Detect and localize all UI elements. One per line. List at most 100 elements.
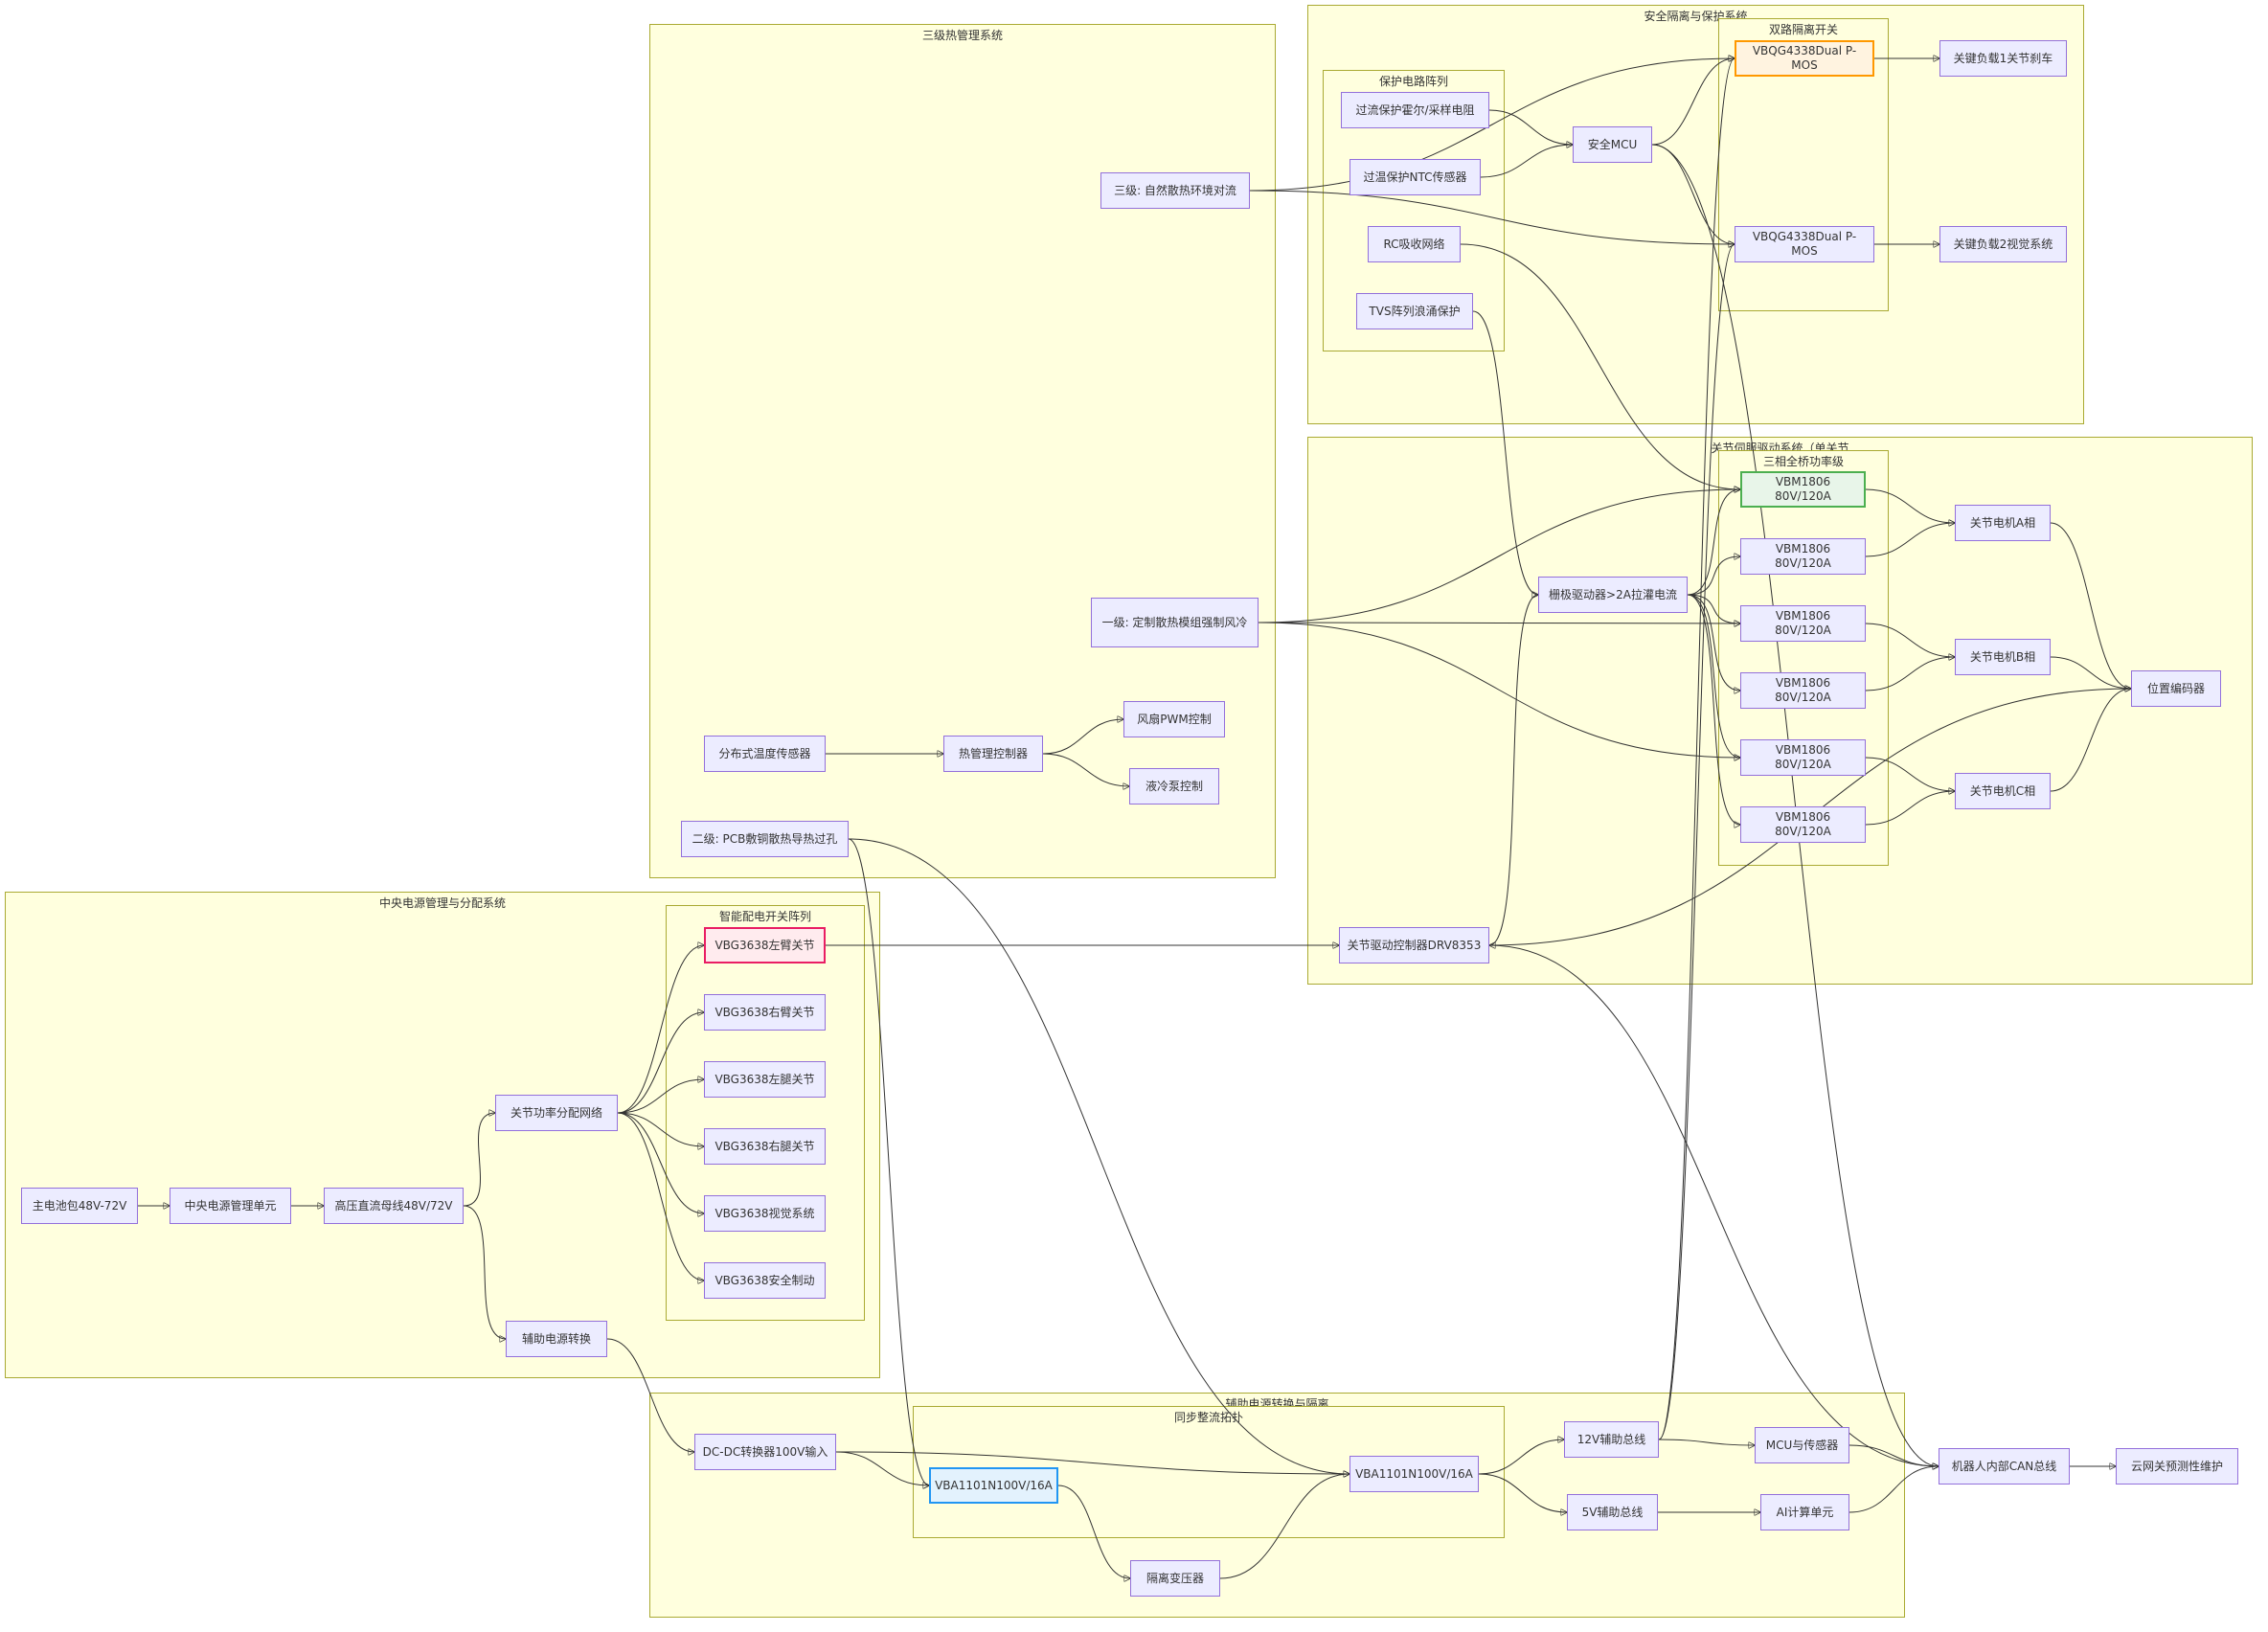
edge-fet3-to-phase_b (1865, 623, 1955, 657)
edge-power_net-to-sw_right_leg (617, 1112, 704, 1146)
edge-gate_driver-to-fet6 (1687, 594, 1740, 825)
node-joint-power-network[interactable]: 关节功率分配网络 (495, 1095, 618, 1131)
node-pump-control[interactable]: 液冷泵控制 (1129, 768, 1219, 805)
node-pcb-cooling[interactable]: 二级: PCB敷铜散热导热过孔 (681, 821, 849, 857)
node-switch-left-leg[interactable]: VBG3638左腿关节 (704, 1061, 826, 1098)
edge-gate_driver-to-fet3 (1687, 594, 1740, 623)
node-joint-controller[interactable]: 关节驱动控制器DRV8353 (1339, 927, 1489, 963)
edge-forced_cooling-to-fet5 (1258, 622, 1740, 758)
node-12v-aux-bus[interactable]: 12V辅助总线 (1564, 1421, 1659, 1458)
edge-joint_ctrl-to-can_bus (1488, 944, 1939, 1466)
edge-fet1-to-phase_a (1865, 488, 1955, 523)
node-motor-phase-c[interactable]: 关节电机C相 (1955, 773, 2051, 809)
node-motor-phase-b[interactable]: 关节电机B相 (1955, 639, 2051, 675)
edge-safety_mcu-to-pmos1 (1651, 58, 1735, 146)
node-fan-pwm[interactable]: 风扇PWM控制 (1123, 701, 1225, 737)
node-isolation-transformer[interactable]: 隔离变压器 (1130, 1560, 1220, 1597)
edge-overtemp-to-safety_mcu (1480, 145, 1573, 178)
edge-power_net-to-sw_vision (617, 1112, 704, 1213)
edge-overcurrent-to-safety_mcu (1488, 109, 1573, 145)
edge-aux_conv-to-dcdc_in (606, 1338, 694, 1452)
edge-dcdc_in-to-vba1 (835, 1451, 929, 1485)
edge-natural_cooling-to-pmos1 (1249, 58, 1735, 192)
node-5v-aux-bus[interactable]: 5V辅助总线 (1567, 1494, 1658, 1530)
node-switch-vision[interactable]: VBG3638视觉系统 (704, 1195, 826, 1232)
node-sync-mosfet-1[interactable]: VBA1101N100V/16A (929, 1467, 1058, 1504)
node-switch-left-arm[interactable]: VBG3638左臂关节 (704, 927, 826, 963)
edge-bus_12v-to-pmos2 (1658, 244, 1735, 1440)
node-overtemp-protection[interactable]: 过温保护NTC传感器 (1349, 159, 1481, 195)
node-thermal-controller[interactable]: 热管理控制器 (943, 736, 1043, 772)
node-power-management-unit[interactable]: 中央电源管理单元 (170, 1188, 291, 1224)
node-mosfet-1[interactable]: VBM1806 80V/120A (1740, 471, 1866, 508)
cluster-title: 三相全桥功率级 (1762, 455, 1844, 468)
edge-fet2-to-phase_a (1865, 523, 1955, 557)
edge-power_net-to-sw_safety (617, 1112, 704, 1281)
node-aux-power-conversion[interactable]: 辅助电源转换 (506, 1321, 607, 1357)
node-critical-load-2[interactable]: 关键负载2视觉系统 (1939, 226, 2067, 262)
node-overcurrent-protection[interactable]: 过流保护霍尔/采样电阻 (1341, 92, 1489, 128)
node-main-battery[interactable]: 主电池包48V-72V (21, 1188, 138, 1224)
edge-gate_driver-to-fet4 (1687, 594, 1740, 691)
edge-vba2-to-bus_12v (1478, 1439, 1564, 1475)
edge-fet6-to-phase_c (1865, 791, 1955, 826)
node-natural-cooling[interactable]: 三级: 自然散热环境对流 (1100, 172, 1250, 209)
node-forced-cooling[interactable]: 一级: 定制散热模组强制风冷 (1091, 598, 1259, 647)
cluster-title: 保护电路阵列 (1378, 75, 1448, 88)
node-rc-snubber[interactable]: RC吸收网络 (1368, 226, 1461, 262)
edge-joint_ctrl-to-gate_driver (1488, 595, 1538, 946)
node-mosfet-6[interactable]: VBM1806 80V/120A (1740, 806, 1866, 843)
node-mosfet-3[interactable]: VBM1806 80V/120A (1740, 605, 1866, 642)
edge-hv_bus-to-aux_conv (463, 1205, 506, 1339)
edge-phase_b-to-encoder (2050, 656, 2131, 689)
edge-safety_mcu-to-can_bus (1651, 144, 1939, 1466)
edge-gate_driver-to-fet5 (1687, 594, 1740, 758)
node-cloud-gateway[interactable]: 云网关预测性维护 (2116, 1448, 2238, 1485)
edge-safety_mcu-to-pmos2 (1651, 144, 1735, 244)
cluster-title: 双路隔离开关 (1768, 23, 1838, 36)
node-motor-phase-a[interactable]: 关节电机A相 (1955, 505, 2051, 541)
edge-pcb_cooling-to-vba1 (848, 838, 929, 1485)
node-switch-right-arm[interactable]: VBG3638右臂关节 (704, 994, 826, 1031)
node-can-bus[interactable]: 机器人内部CAN总线 (1939, 1448, 2070, 1485)
edge-mcu_sensors-to-can_bus (1848, 1444, 1939, 1466)
node-safety-mcu[interactable]: 安全MCU (1573, 126, 1652, 163)
node-hv-dc-bus[interactable]: 高压直流母线48V/72V (324, 1188, 464, 1224)
node-mosfet-2[interactable]: VBM1806 80V/120A (1740, 538, 1866, 575)
node-mosfet-5[interactable]: VBM1806 80V/120A (1740, 739, 1866, 776)
edge-power_net-to-sw_left_arm (617, 945, 704, 1114)
edge-ai_unit-to-can_bus (1848, 1466, 1939, 1513)
node-ai-compute-unit[interactable]: AI计算单元 (1760, 1494, 1849, 1530)
node-temp-sensors[interactable]: 分布式温度传感器 (704, 736, 826, 772)
edge-power_net-to-sw_right_arm (617, 1012, 704, 1114)
node-pmos-switch-1[interactable]: VBQG4338Dual P-MOS (1735, 40, 1874, 77)
node-dcdc-converter[interactable]: DC-DC转换器100V输入 (694, 1434, 836, 1470)
node-switch-right-leg[interactable]: VBG3638右腿关节 (704, 1128, 826, 1165)
edge-phase_c-to-encoder (2050, 689, 2131, 792)
node-critical-load-1[interactable]: 关键负载1关节刹车 (1939, 40, 2067, 77)
edge-vba1-to-iso_xfmr (1057, 1485, 1130, 1578)
edge-bus_12v-to-mcu_sensors (1658, 1439, 1755, 1445)
edge-phase_a-to-encoder (2050, 522, 2131, 689)
edge-forced_cooling-to-fet1 (1258, 489, 1740, 623)
node-sync-mosfet-2[interactable]: VBA1101N100V/16A (1349, 1456, 1479, 1492)
node-switch-safety-brake[interactable]: VBG3638安全制动 (704, 1262, 826, 1299)
node-tvs-array[interactable]: TVS阵列浪涌保护 (1356, 293, 1473, 329)
edge-thermal_ctrl-to-pump_ctrl (1042, 753, 1129, 786)
node-pmos-switch-2[interactable]: VBQG4338Dual P-MOS (1735, 226, 1874, 262)
edge-fet5-to-phase_c (1865, 757, 1955, 791)
cluster-title: 同步整流拓扑 (1173, 1411, 1243, 1424)
cluster-smart-switch: 智能配电开关阵列 (666, 905, 865, 1321)
node-mosfet-4[interactable]: VBM1806 80V/120A (1740, 672, 1866, 709)
node-gate-driver[interactable]: 栅极驱动器>2A拉灌电流 (1538, 577, 1688, 613)
node-mcu-and-sensors[interactable]: MCU与传感器 (1755, 1427, 1849, 1463)
cluster-three-phase: 三相全桥功率级 (1718, 450, 1889, 866)
edge-pcb_cooling-to-vba2 (848, 838, 1349, 1474)
edge-iso_xfmr-to-vba2 (1219, 1474, 1349, 1579)
edge-bus_12v-to-pmos1 (1658, 58, 1735, 1440)
cluster-title: 智能配电开关阵列 (718, 910, 811, 923)
node-position-encoder[interactable]: 位置编码器 (2131, 670, 2221, 707)
edge-rc_snubber-to-fet1 (1460, 243, 1740, 489)
